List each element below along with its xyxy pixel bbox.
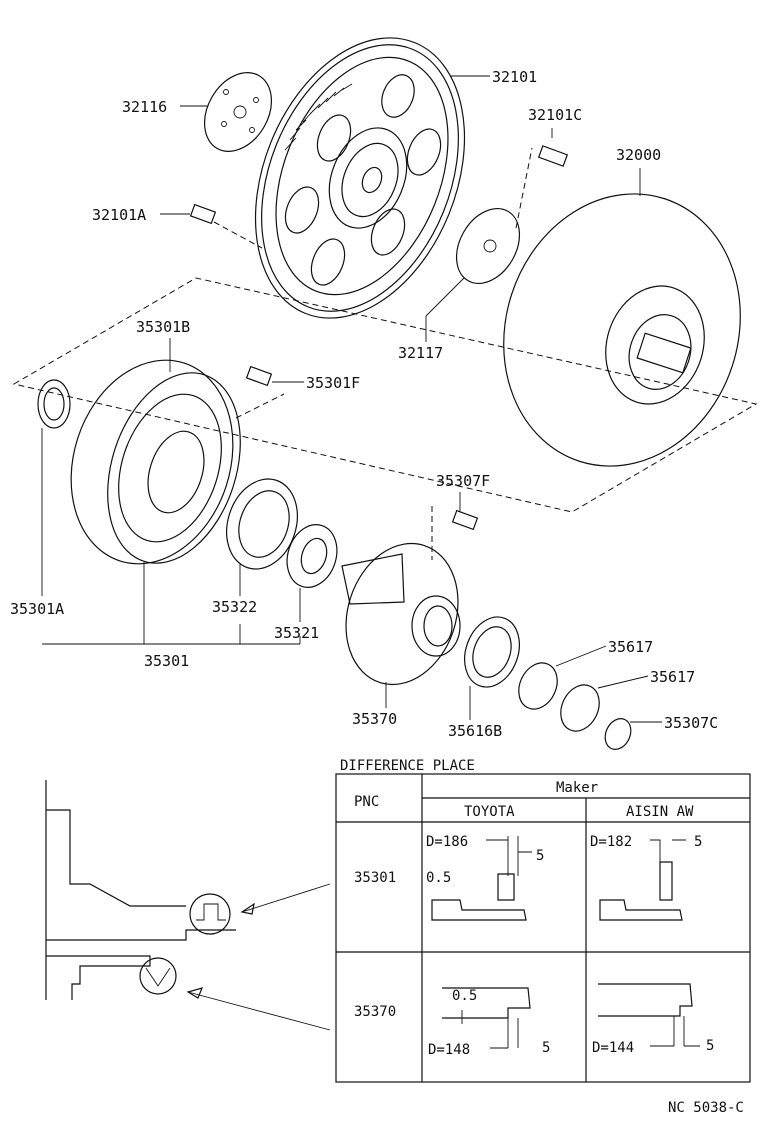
label-35307F: 35307F [436, 472, 490, 490]
label-35617-a: 35617 [608, 638, 653, 656]
col-maker: Maker [556, 780, 598, 796]
row1-aisin-d: D=182 [590, 834, 632, 850]
label-35301: 35301 [144, 652, 189, 670]
snap-ring-35617b [560, 684, 600, 732]
maker-aisin: AISIN AW [626, 804, 694, 820]
label-35370: 35370 [352, 710, 397, 728]
label-32101A: 32101A [92, 206, 146, 224]
ring-35616B [464, 616, 520, 688]
bolt-35301F [245, 365, 273, 387]
label-32101C: 32101C [528, 106, 582, 124]
row2-pnc: 35370 [354, 1004, 396, 1020]
row2-aisin-d: D=144 [592, 1040, 634, 1056]
label-35322: 35322 [212, 598, 257, 616]
table-title: DIFFERENCE PLACE [340, 758, 475, 774]
bolt-32101A [189, 203, 217, 225]
row2-toyota-s: 0.5 [452, 988, 477, 1004]
label-35301B: 35301B [136, 318, 190, 336]
drive-plate-32116 [203, 72, 273, 152]
cross-section-sketch [45, 780, 331, 1031]
ring-35307C [604, 718, 632, 750]
snap-ring-35617a [518, 662, 558, 710]
row1-toyota-s: 0.5 [426, 870, 451, 886]
label-35617-b: 35617 [650, 668, 695, 686]
drawing-code: NC 5038-C [668, 1100, 744, 1116]
label-32000: 32000 [616, 146, 661, 164]
col-pnc: PNC [354, 794, 379, 810]
flexplate-drawing [254, 37, 466, 319]
difference-table [335, 773, 751, 1083]
row1-pnc: 35301 [354, 870, 396, 886]
row1-toyota-d: D=186 [426, 834, 468, 850]
label-35301F: 35301F [306, 374, 360, 392]
drive-plate-32117 [455, 208, 521, 284]
torque-converter-32000 [503, 193, 741, 467]
seal-35301A [37, 379, 71, 429]
row1-toyota-t: 5 [536, 848, 544, 864]
row2-toyota-t: 5 [542, 1040, 550, 1056]
label-32116: 32116 [122, 98, 167, 116]
bolt-32101C [537, 128, 569, 167]
label-35321: 35321 [274, 624, 319, 642]
gear-35322 [226, 478, 298, 570]
row2-aisin-t: 5 [706, 1038, 714, 1054]
label-32117: 32117 [398, 344, 443, 362]
row2-toyota-d: D=148 [428, 1042, 470, 1058]
row1-aisin-t: 5 [694, 834, 702, 850]
label-35616B: 35616B [448, 722, 502, 740]
gear-35321 [286, 524, 338, 588]
row1-section-detail [431, 836, 686, 921]
pump-body-35301B [70, 359, 241, 565]
label-32101: 32101 [492, 68, 537, 86]
label-35307C: 35307C [664, 714, 718, 732]
bolt-35307F [451, 509, 479, 531]
stator-support-35370 [341, 542, 461, 686]
label-35301A: 35301A [10, 600, 64, 618]
row2-section-detail [442, 983, 700, 1049]
maker-toyota: TOYOTA [464, 804, 515, 820]
